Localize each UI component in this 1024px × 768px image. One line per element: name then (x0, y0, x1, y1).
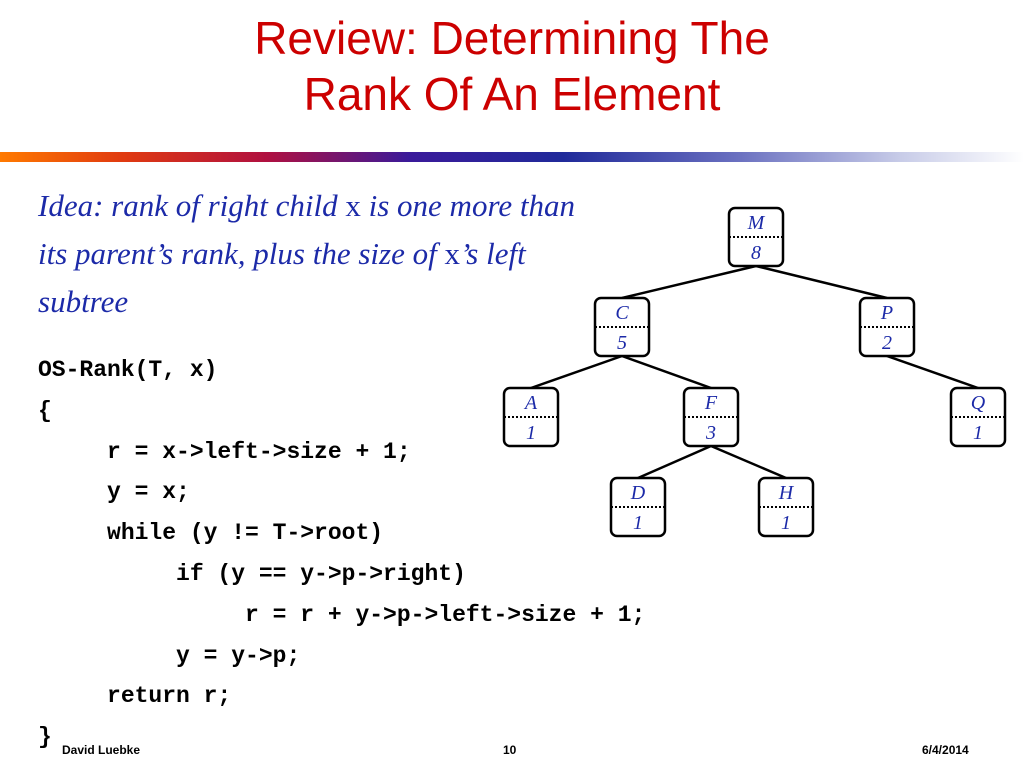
code-line: r = r + y->p->left->size + 1; (38, 601, 646, 628)
node-size: 8 (751, 242, 761, 264)
tree-edge-f-d (637, 444, 712, 480)
code-line: y = y->p; (38, 642, 301, 669)
idea-part-1: Idea: rank of right child (38, 188, 346, 223)
footer-page-number: 10 (503, 743, 517, 757)
code-line: if (y == y->p->right) (38, 560, 466, 587)
tree-edge-c-a (530, 354, 623, 390)
title-line-1: Review: Determining The (254, 12, 770, 64)
code-line: r = x->left->size + 1; (38, 438, 411, 465)
node-key: H (778, 482, 795, 504)
footer-date: 6/4/2014 (922, 743, 969, 757)
slide-title: Review: Determining The Rank Of An Eleme… (0, 10, 1024, 122)
node-key: P (880, 302, 893, 324)
idea-var-x-1: x (345, 188, 361, 223)
tree-node-m: M8 (727, 206, 785, 268)
title-line-2: Rank Of An Element (303, 68, 721, 120)
code-line: { (38, 397, 52, 424)
tree-edge-m-p (755, 264, 888, 300)
node-size: 1 (781, 512, 791, 534)
footer-author: David Luebke (62, 743, 141, 757)
node-size: 1 (973, 422, 983, 444)
node-key: D (630, 482, 646, 504)
tree-edge-m-c (621, 264, 757, 300)
code-line: return r; (38, 683, 232, 710)
node-key: F (704, 392, 718, 414)
node-size: 1 (633, 512, 643, 534)
node-size: 3 (705, 422, 716, 444)
idea-part-3: ’s left subtree (38, 236, 526, 319)
node-size: 5 (617, 332, 627, 354)
code-line: OS-Rank(T, x) (38, 357, 218, 383)
idea-text: Idea: rank of right child x is one more … (38, 182, 578, 326)
node-key: A (523, 392, 538, 414)
title-divider (0, 152, 1024, 162)
idea-var-x-2: x (444, 236, 460, 271)
code-line: y = x; (38, 479, 190, 506)
tree-node-q: Q1 (949, 386, 1007, 448)
tree-node-c: C5 (593, 296, 651, 358)
code-line: } (38, 724, 52, 751)
os-rank-code: OS-Rank(T, x) { r = x->left->size + 1; y… (38, 350, 645, 758)
node-key: M (747, 212, 766, 234)
tree-edge-c-f (621, 354, 712, 390)
idea-part-2: is one more than its parent’s rank, plus… (38, 188, 575, 271)
tree-node-a: A1 (502, 386, 560, 448)
tree-node-p: P2 (858, 296, 916, 358)
tree-edge-p-q (886, 354, 979, 390)
tree-edge-f-h (710, 444, 787, 480)
node-size: 1 (526, 422, 536, 444)
tree-node-f: F3 (682, 386, 740, 448)
code-line: while (y != T->root) (38, 520, 384, 547)
tree-node-h: H1 (757, 476, 815, 538)
node-key: C (615, 302, 629, 324)
tree-node-d: D1 (609, 476, 667, 538)
node-size: 2 (882, 332, 892, 354)
node-key: Q (971, 392, 986, 414)
